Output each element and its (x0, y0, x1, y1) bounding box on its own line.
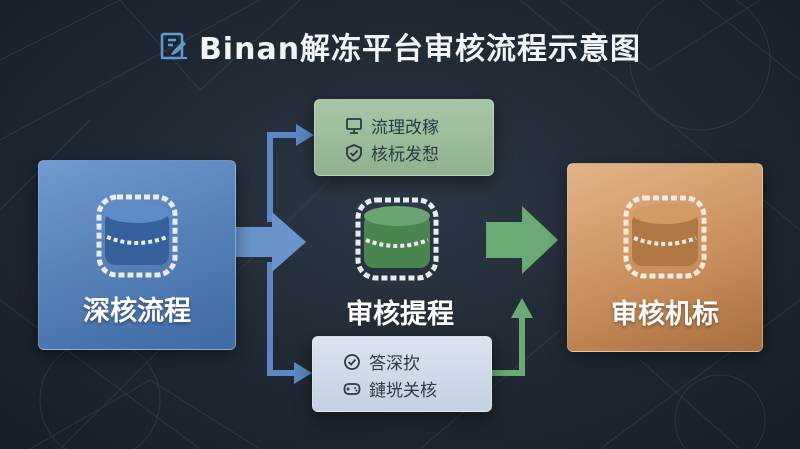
bottom-item-2: 鏈垙关核 (343, 376, 437, 401)
page-title: Binan解冻平台审核流程示意图 (0, 18, 800, 74)
database-icon (355, 197, 439, 281)
title-text: Binan解冻平台审核流程示意图 (198, 32, 642, 67)
node-left-label: 深核流程 (83, 296, 191, 327)
bottom-item-1-text: 答深扻 (369, 354, 420, 374)
top-item-2: 核杬发惒 (345, 140, 439, 165)
top-item-1-text: 流理改稼 (371, 118, 439, 138)
bottom-item-1: 答深扻 (343, 349, 420, 374)
database-icon (96, 194, 178, 278)
terminal-icon (346, 117, 362, 134)
node-top: 流理改稼 核杬发惒 (314, 99, 494, 176)
database-icon (623, 195, 707, 279)
document-edit-icon (160, 32, 187, 60)
node-center-label: 审核提程 (346, 299, 454, 330)
node-bottom: 答深扻 鏈垙关核 (312, 336, 492, 412)
shield-check-icon (346, 143, 362, 162)
node-right: 审核机标 (567, 163, 763, 352)
check-circle-icon (344, 353, 360, 370)
top-item-1: 流理改稼 (345, 113, 439, 138)
node-right-label: 审核机标 (611, 299, 719, 330)
bottom-item-2-text: 鏈垙关核 (369, 381, 437, 401)
node-left: 深核流程 (38, 160, 236, 350)
top-item-2-text: 核杬发惒 (371, 145, 439, 165)
gamepad-icon (343, 382, 361, 395)
